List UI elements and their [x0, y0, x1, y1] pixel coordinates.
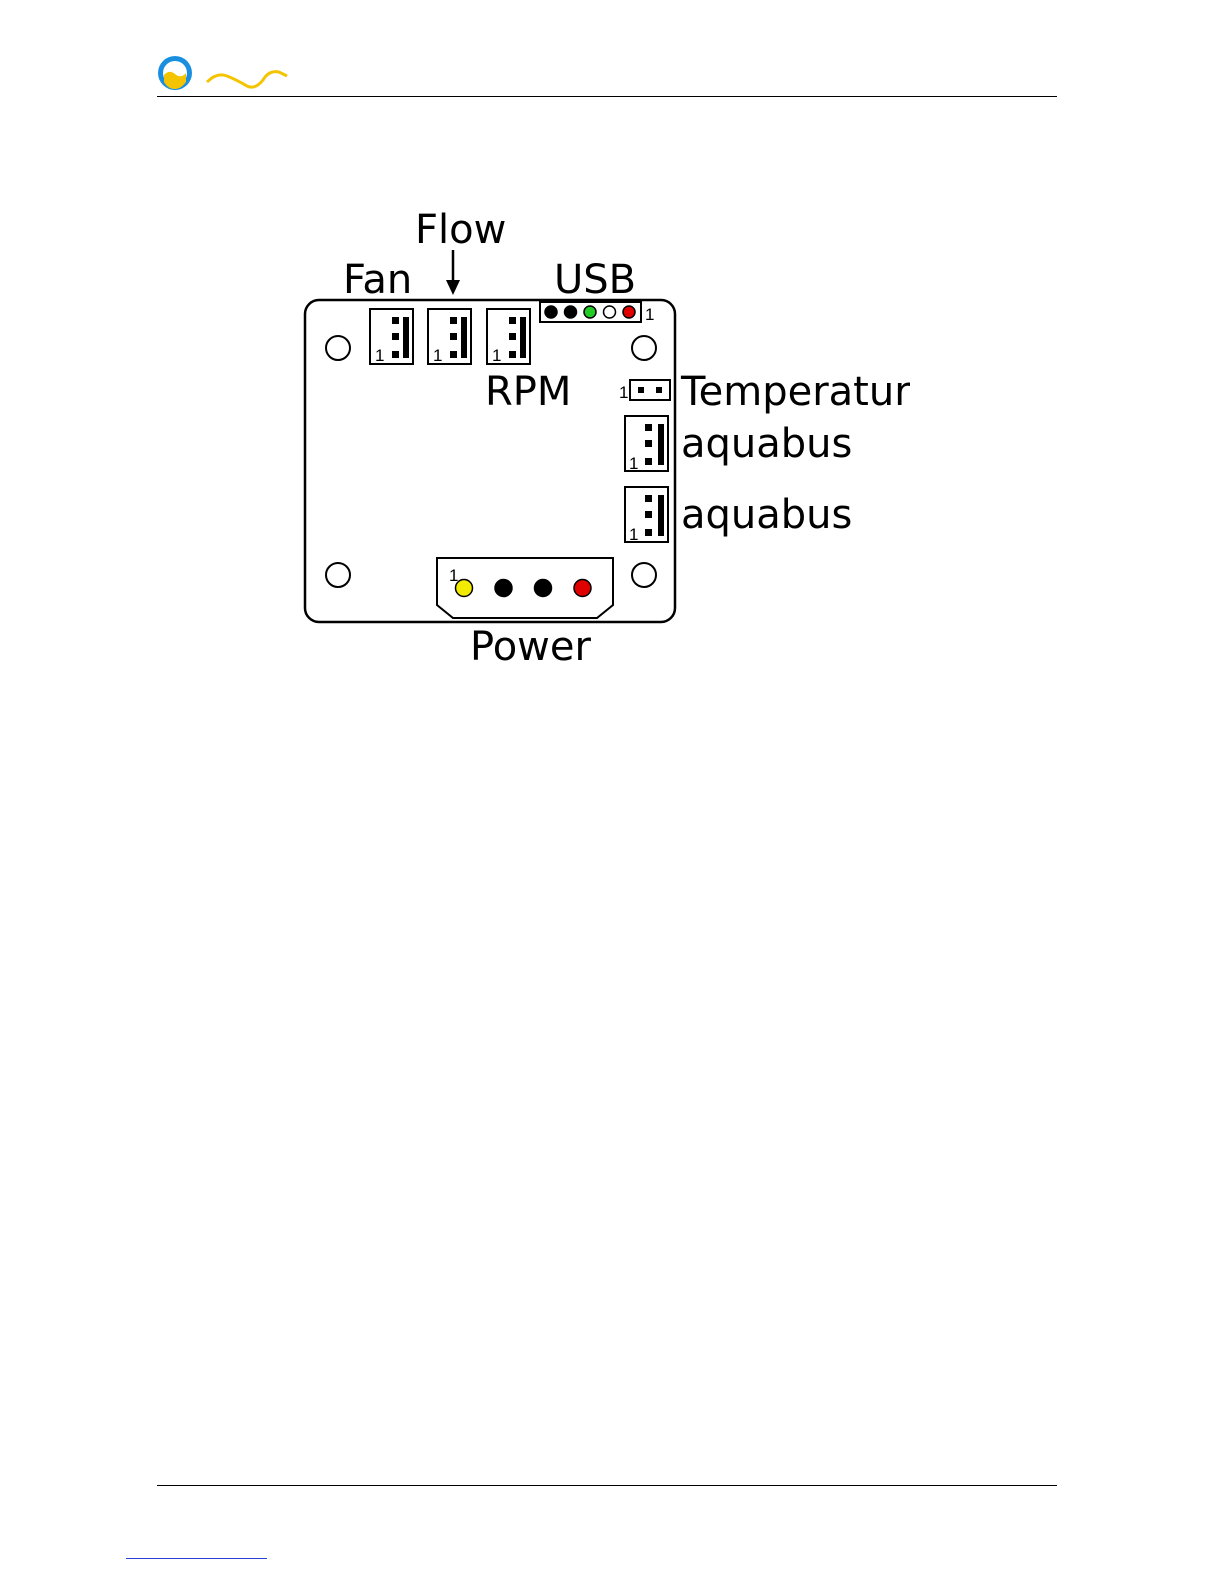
usb-pin — [565, 306, 577, 318]
aquabus-connector-1: 1 — [625, 416, 668, 473]
power-pin — [495, 580, 512, 597]
pin1-marker: 1 — [629, 525, 638, 544]
mounting-hole — [326, 563, 350, 587]
power-pin — [535, 580, 552, 597]
usb-label: USB — [554, 257, 636, 303]
usb-pin — [584, 306, 596, 318]
power-pin — [574, 580, 591, 597]
flow-label: Flow — [415, 207, 506, 253]
rpm-label: RPM — [485, 369, 571, 415]
header-rule — [157, 96, 1057, 97]
usb-pin — [623, 306, 635, 318]
footer-link-underline[interactable] — [126, 1558, 267, 1559]
aquabus-label-2: aquabus — [681, 492, 852, 538]
pin1-marker: 1 — [449, 566, 458, 585]
aquabus-connector-2: 1 — [625, 487, 668, 544]
temperature-label: Temperature — [680, 369, 910, 415]
board-pinout-diagram: Flow Fan USB 1 1 1 RPM 1 — [300, 205, 910, 670]
mounting-hole — [632, 563, 656, 587]
flow-arrow-icon — [446, 250, 460, 295]
temperature-connector: 1 — [619, 380, 670, 402]
pin1-marker: 1 — [433, 346, 442, 365]
pin1-marker: 1 — [492, 346, 501, 365]
aquabus-label-1: aquabus — [681, 421, 852, 467]
mounting-hole — [326, 336, 350, 360]
usb-connector: 1 — [540, 302, 654, 324]
flow-connector: 1 — [428, 309, 471, 365]
pin1-marker: 1 — [645, 305, 654, 324]
fan-connector: 1 — [370, 309, 413, 365]
fan-label: Fan — [343, 257, 412, 303]
power-connector: 1 — [437, 558, 613, 618]
usb-pin — [604, 306, 616, 318]
pin1-marker: 1 — [619, 383, 628, 402]
mounting-hole — [632, 336, 656, 360]
logo-icon — [155, 52, 295, 96]
rpm-connector: 1 — [487, 309, 530, 365]
footer-rule — [157, 1485, 1057, 1486]
power-label: Power — [470, 624, 591, 670]
usb-pin — [545, 306, 557, 318]
pin1-marker: 1 — [375, 346, 384, 365]
pin1-marker: 1 — [629, 454, 638, 473]
